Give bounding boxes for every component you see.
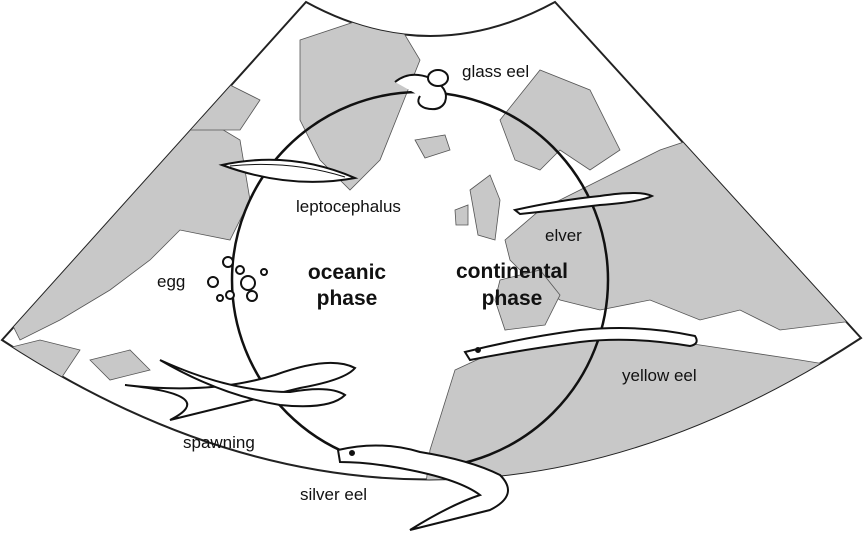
label-silver-eel: silver eel: [300, 485, 367, 504]
label-yellow-eel: yellow eel: [622, 366, 697, 385]
label-continental-phase-2: phase: [482, 287, 543, 310]
label-oceanic-phase-2: phase: [317, 287, 378, 310]
label-oceanic-phase-1: oceanic: [308, 261, 387, 284]
label-leptocephalus: leptocephalus: [296, 197, 401, 216]
label-continental-phase-1: continental: [456, 260, 568, 283]
label-spawning: spawning: [183, 433, 255, 452]
label-elver: elver: [545, 226, 582, 245]
label-egg: egg: [157, 272, 185, 291]
label-glass-eel: glass eel: [462, 62, 529, 81]
